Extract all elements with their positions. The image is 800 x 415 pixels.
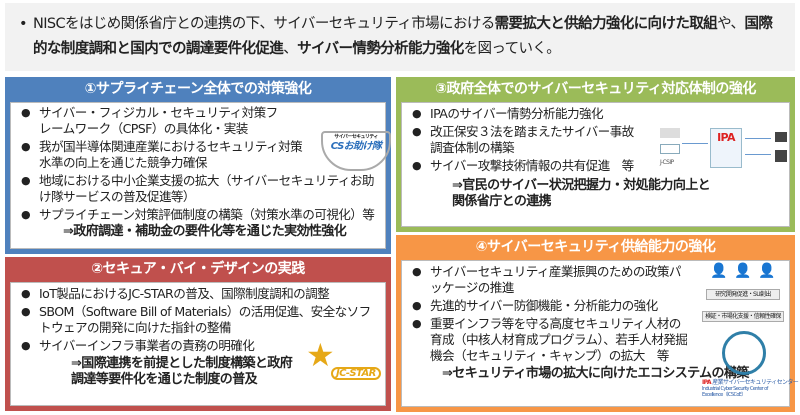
list-item: サイバー・フィジカル・セキュリティ対策フレームワーク（CPSF）の具体化・実装 xyxy=(21,105,281,137)
list-item: SBOM（Software Bill of Materials）の活用促進、安全… xyxy=(21,304,379,336)
jc-star-logo: ★ JC-STAR xyxy=(306,339,381,390)
result-text: ⇒国際連携を前提とした制度構築と政府調達等要件化を通じた制度の普及 xyxy=(71,356,293,387)
list-item: IPAのサイバー情勢分析能力強化 xyxy=(412,106,783,122)
list-item: 我が国半導体関連産業におけるセキュリティ対策水準の向上を通じた競争力確保 xyxy=(21,139,306,171)
building-icon xyxy=(775,150,787,162)
panel-title: ②セキュア・バイ・デザインの実践 xyxy=(91,261,305,277)
list-item: 地域における中小企業支援の拡大（サイバーセキュリティお助け隊サービスの普及促進等… xyxy=(21,173,379,205)
list-item-text: サプライチェーン対策評価制度の構築（対策水準の可視化）等 xyxy=(39,207,375,222)
intro-box: • NISCをはじめ関係省庁との連携の下、サイバーセキュリティ市場における需要拡… xyxy=(5,3,795,71)
icscoe-emblem xyxy=(722,331,766,375)
icscoe-logo: IPA 産業サイバーセキュリティセンター Industrial Cyber Se… xyxy=(702,331,799,403)
building-icon xyxy=(775,132,787,142)
org-image xyxy=(660,144,680,154)
panel-government-structure: ③政府全体でのサイバーセキュリティ対応体制の強化 IPAのサイバー情勢分析能力強… xyxy=(396,77,795,232)
cs-otasuketai-logo: サイバーセキュリティ CSお助け隊 xyxy=(321,131,391,171)
list-item: 重要インフラ等を守る高度セキュリティ人材の育成（中核人材育成プログラム）、若手人… xyxy=(412,316,692,364)
ecosystem-diagram: 👤 👤 👤 研究開発促進・SU創出 検証・市場化支援・信頼性確保 xyxy=(702,263,784,327)
arrow xyxy=(745,154,771,155)
list-item: サイバーセキュリティ産業振興のための政策パッケージの推進 xyxy=(412,264,692,296)
person-icon: 👤 xyxy=(734,263,751,279)
person-icon: 👤 xyxy=(710,263,727,279)
panel-title: ①サプライチェーン全体での対策強化 xyxy=(84,81,312,97)
panel-supply-capacity: ④サイバーセキュリティ供給能力の強化 サイバーセキュリティ産業振興のための政策パ… xyxy=(396,235,799,412)
list-item: IoT製品におけるJC-STARの普及、国際制度調和の調整 xyxy=(21,286,379,302)
list-item: 先進的サイバー防御機能・分析能力の強化 xyxy=(412,298,692,314)
list-item: サイバー攻撃技術情報の共有促進 等 xyxy=(412,158,667,174)
list-item: 改正保安３法を踏まえたサイバー事故調査体制の構築 xyxy=(412,124,637,156)
map-image xyxy=(660,128,680,138)
result-text: ⇒セキュリティ市場の拡大に向けたエコシステムの構築 xyxy=(442,366,749,381)
result-text: ⇒政府調達・補助金の要件化等を通じた実効性強化 xyxy=(63,224,347,239)
person-icon: 👤 xyxy=(758,263,775,279)
list-item: サプライチェーン対策評価制度の構築（対策水準の可視化）等 ⇒政府調達・補助金の要件… xyxy=(21,207,379,240)
ipa-diagram: J-CSIP IPA xyxy=(660,128,790,173)
panel-title: ④サイバーセキュリティ供給能力の強化 xyxy=(475,239,716,255)
panel-title: ③政府全体でのサイバーセキュリティ対応体制の強化 xyxy=(435,81,756,97)
panel-supply-chain: ①サプライチェーン全体での対策強化 サイバー・フィジカル・セキュリティ対策フレー… xyxy=(5,77,391,254)
star-icon: ★ xyxy=(306,336,335,374)
list-item: サイバーインフラ事業者の責務の明確化 xyxy=(21,338,301,354)
result-text: ⇒官民のサイバー状況把握力・対処能力向上と関係省庁との連携 xyxy=(452,178,711,209)
bullet-icon: • xyxy=(19,16,28,32)
arrow xyxy=(745,138,771,139)
panel-secure-by-design: ②セキュア・バイ・デザインの実践 IoT製品におけるJC-STARの普及、国際制… xyxy=(5,257,391,411)
arrow xyxy=(682,143,708,144)
